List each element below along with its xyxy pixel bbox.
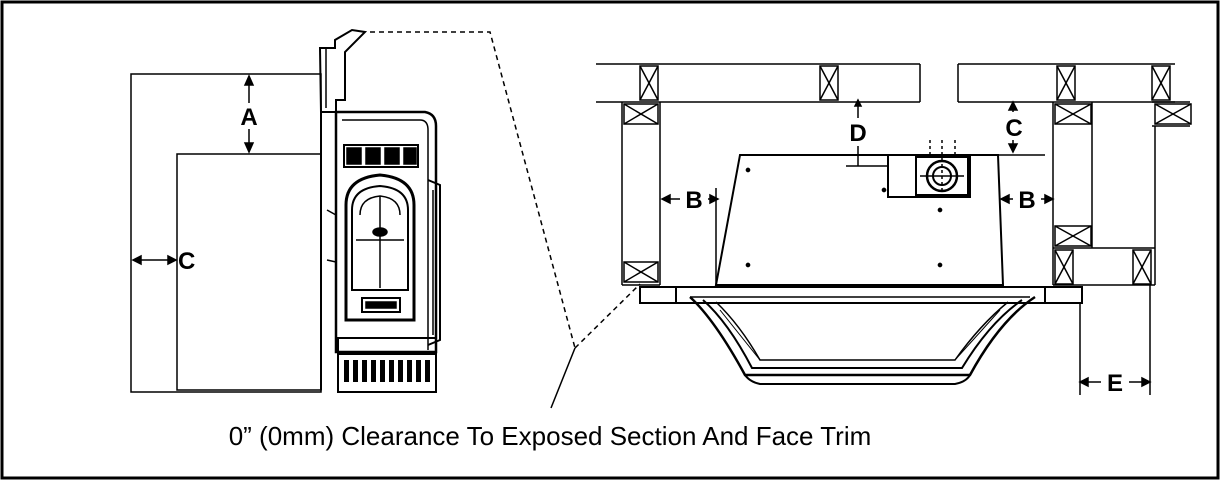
plan-view (596, 63, 1192, 385)
dimension-e-arrow (1078, 285, 1152, 395)
label-b-right: B (1018, 187, 1035, 214)
dimension-c-side-arrow (131, 254, 178, 266)
side-view (130, 28, 441, 393)
clearance-caption: 0” (0mm) Clearance To Exposed Section An… (229, 421, 872, 451)
leader-lines (370, 31, 641, 409)
label-a: A (240, 104, 257, 131)
label-d: D (849, 120, 866, 147)
side-cabinet-outline (176, 153, 322, 391)
label-b-left: B (685, 187, 702, 214)
label-c-side: C (178, 248, 195, 275)
label-c-top: C (1005, 115, 1022, 142)
side-wall-outline (130, 73, 322, 393)
label-e: E (1107, 370, 1123, 397)
